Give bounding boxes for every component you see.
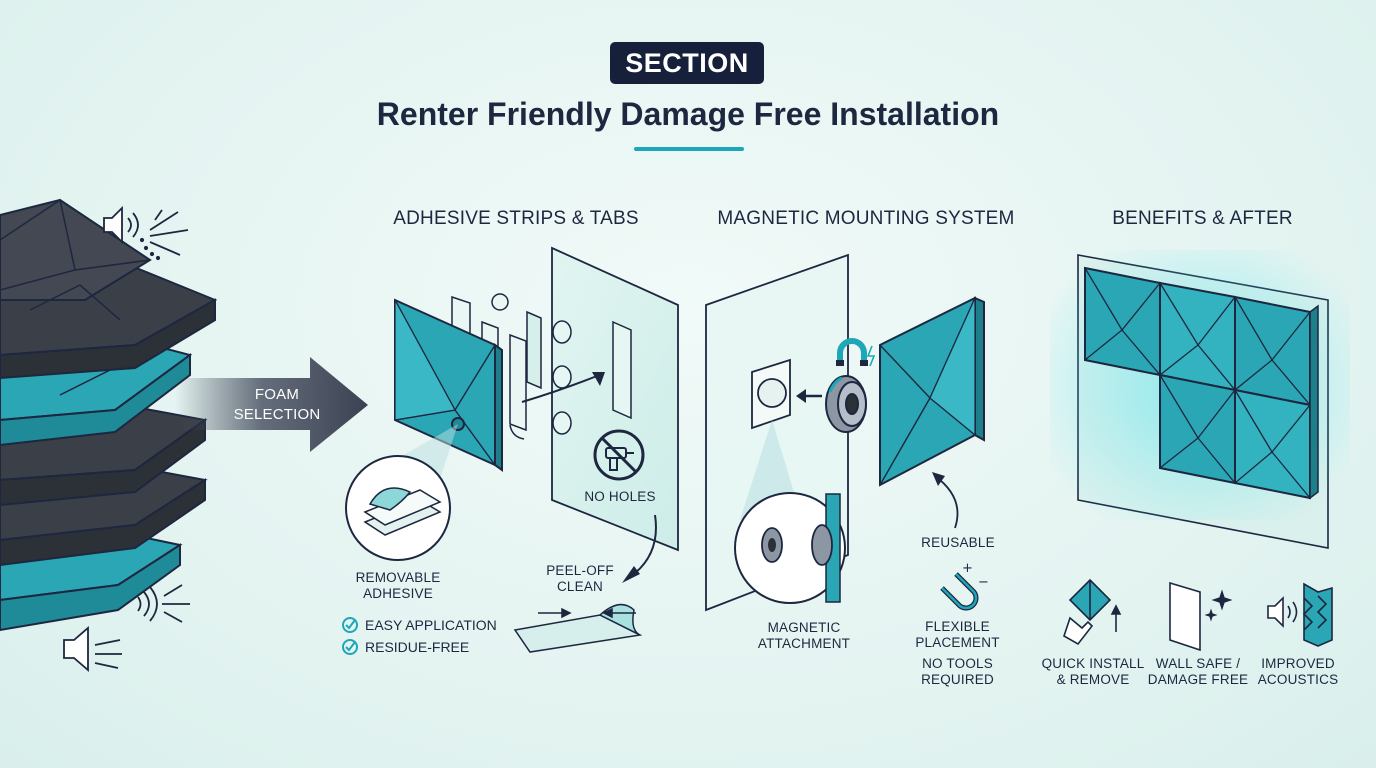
magnet-icon: + − xyxy=(940,561,989,611)
benefit-quick-install: QUICK INSTALL & REMOVE xyxy=(1036,656,1150,688)
benefit-acoustics: IMPROVED ACOUSTICS xyxy=(1250,656,1346,688)
attachment-line2: ATTACHMENT xyxy=(757,636,851,651)
removable-adhesive-icon xyxy=(345,455,451,561)
svg-text:−: − xyxy=(978,575,989,590)
title-underline xyxy=(634,147,744,151)
removable-adhesive-label: REMOVABLE ADHESIVE xyxy=(338,570,458,602)
sound-wave-icon xyxy=(137,584,190,623)
check-label: RESIDUE-FREE xyxy=(365,639,470,655)
benefit-wall-safe: WALL SAFE / DAMAGE FREE xyxy=(1146,656,1250,688)
peel-off-strip-icon xyxy=(513,603,643,653)
adhesive-tabs xyxy=(552,320,632,435)
foam-selection-arrow xyxy=(175,357,368,452)
magnet-icon xyxy=(836,338,876,367)
check-icon xyxy=(342,617,358,633)
no-tools-label: NO TOOLS REQUIRED xyxy=(900,656,1015,688)
magnetic-attachment-icon xyxy=(734,492,846,604)
flexible-line1: FLEXIBLE xyxy=(925,619,990,634)
no-tools-line1: NO TOOLS xyxy=(922,656,993,671)
foam-panel-icon xyxy=(394,298,503,472)
attachment-line1: MAGNETIC xyxy=(767,620,841,635)
benefit-line2: DAMAGE FREE xyxy=(1147,672,1249,687)
hand-panel-icon xyxy=(1063,578,1122,646)
benefits-heading: BENEFITS & AFTER xyxy=(1112,208,1293,229)
speaker-icon xyxy=(63,626,122,672)
peel-line2: CLEAN xyxy=(556,579,603,594)
check-icon xyxy=(342,639,358,655)
page-title: Renter Friendly Damage Free Installation xyxy=(376,96,1000,132)
flexible-line2: PLACEMENT xyxy=(915,635,1000,650)
magnet-disc-icon xyxy=(825,375,867,433)
benefit-line2: ACOUSTICS xyxy=(1257,672,1339,687)
adhesive-heading: ADHESIVE STRIPS & TABS xyxy=(393,208,639,229)
check-easy-application: EASY APPLICATION xyxy=(365,617,497,633)
sound-wave-icon xyxy=(103,205,189,261)
svg-text:+: + xyxy=(962,561,973,576)
check-residue-free: RESIDUE-FREE xyxy=(365,639,469,655)
reusable-label: REUSABLE xyxy=(921,535,995,550)
peel-off-label: PEEL-OFF CLEAN xyxy=(530,563,630,595)
benefit-line1: WALL SAFE / xyxy=(1155,656,1241,671)
benefit-line2: & REMOVE xyxy=(1056,672,1130,687)
section-badge: SECTION xyxy=(610,42,764,84)
check-label: EASY APPLICATION xyxy=(365,617,497,633)
clean-wall-icon xyxy=(1169,581,1233,652)
after-wall-illustration xyxy=(1050,250,1350,549)
magnetic-heading: MAGNETIC MOUNTING SYSTEM xyxy=(717,208,1015,229)
benefit-line1: IMPROVED xyxy=(1261,656,1335,671)
peel-line1: PEEL-OFF xyxy=(546,563,614,578)
foam-selection-line1: FOAM xyxy=(254,386,300,403)
foam-selection-label: FOAM SELECTION xyxy=(222,385,332,425)
magnetic-attachment-label: MAGNETIC ATTACHMENT xyxy=(742,620,866,652)
no-holes-label: NO HOLES xyxy=(584,489,656,504)
foam-panel-icon xyxy=(879,296,985,487)
foam-selection-line2: SELECTION xyxy=(233,406,321,423)
flexible-placement-label: FLEXIBLE PLACEMENT xyxy=(900,619,1015,651)
no-tools-line2: REQUIRED xyxy=(921,672,994,687)
no-drill-icon xyxy=(593,429,645,481)
removable-line2: ADHESIVE xyxy=(363,586,433,601)
removable-line1: REMOVABLE xyxy=(355,570,441,585)
benefit-line1: QUICK INSTALL xyxy=(1041,656,1145,671)
wall-plate-icon xyxy=(751,358,791,430)
foam-stack-icon xyxy=(0,198,218,632)
sound-absorb-icon xyxy=(1267,582,1333,647)
apply-arrow-icon xyxy=(521,373,603,403)
